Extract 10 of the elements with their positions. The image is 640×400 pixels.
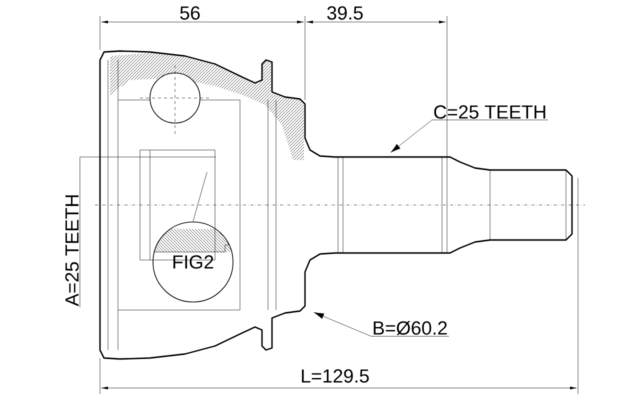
leader-line [192, 172, 208, 222]
dimension-label: L=129.5 [302, 369, 369, 383]
leader-line [390, 120, 548, 153]
leader-label: C=25 TEETH [434, 105, 546, 119]
leader-line [80, 156, 216, 308]
leader-label: A=25 TEETH [65, 195, 79, 306]
leader-line [314, 312, 450, 336]
leader-label: B=Ø60.2 [374, 320, 447, 336]
dimension-label: 39.5 [327, 6, 363, 20]
dimension-label: 56 [180, 6, 200, 20]
